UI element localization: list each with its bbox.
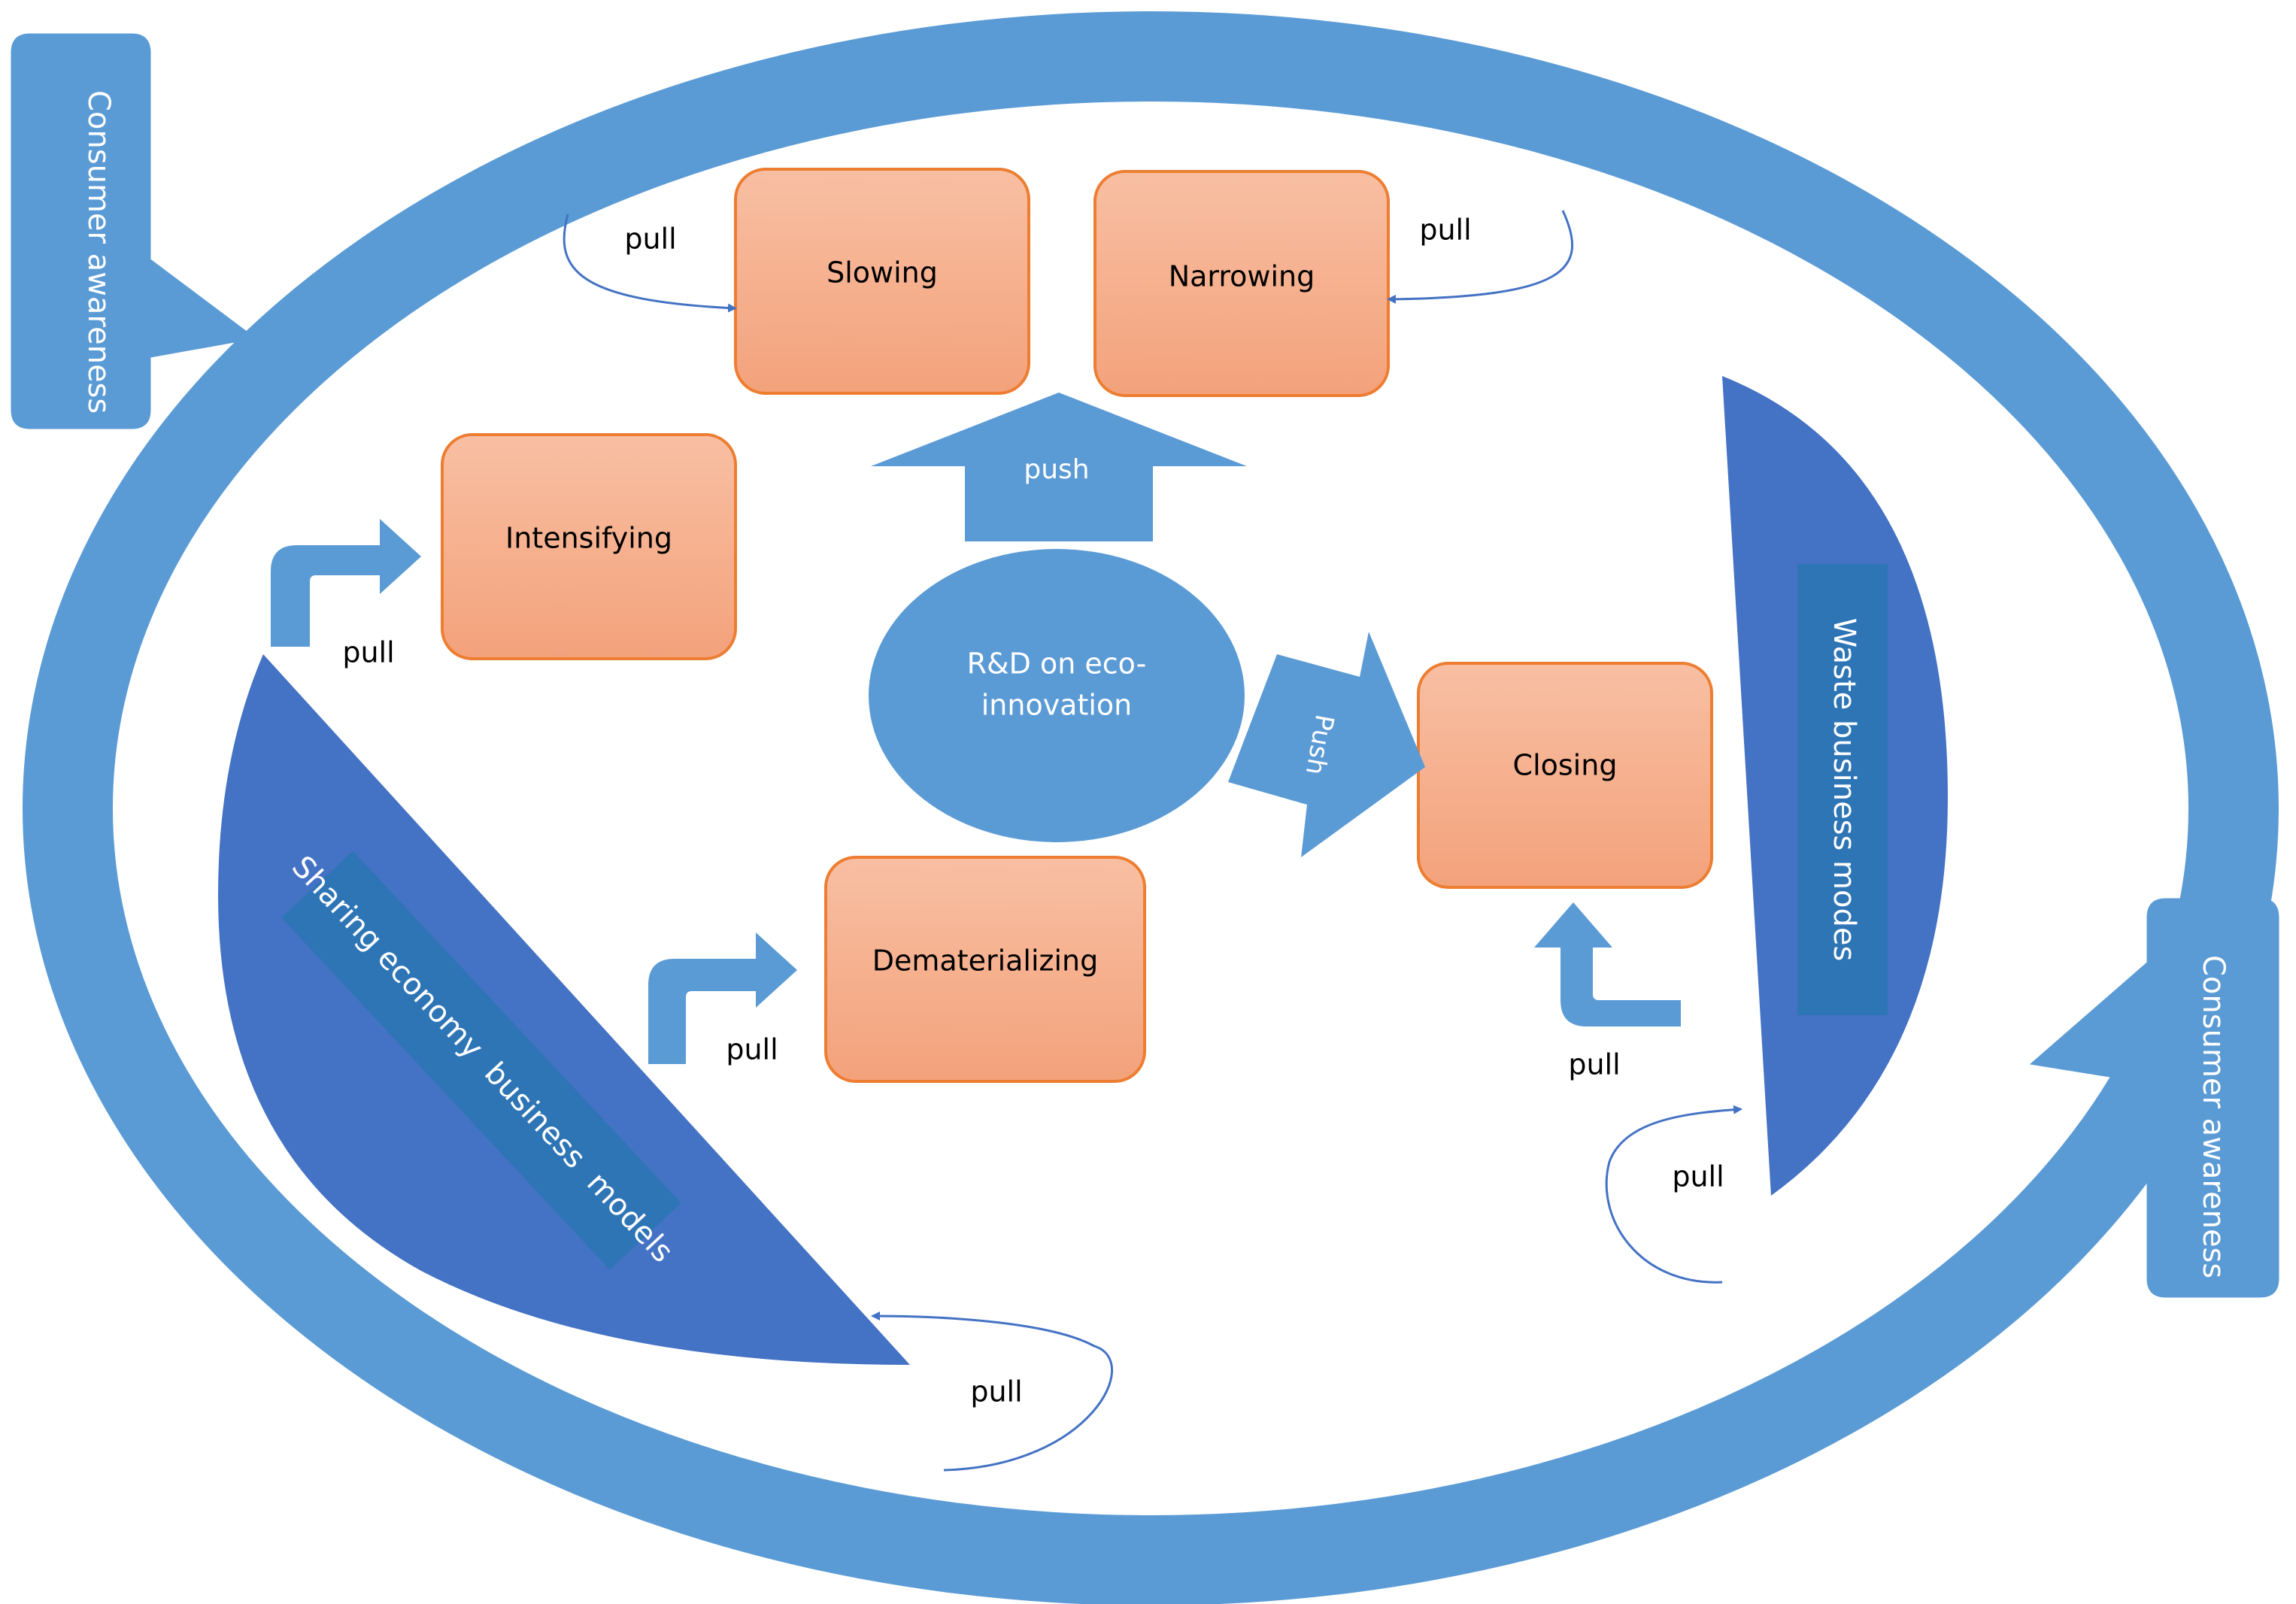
pull-label-dematerializing: pull — [726, 1033, 778, 1066]
callout-right-label: Consumer awareness — [2196, 955, 2231, 1278]
consumer-awareness-ring — [23, 11, 2279, 1604]
box-closing: Closing — [1417, 662, 1713, 889]
pull-label-closing: pull — [1568, 1048, 1620, 1081]
box-narrowing: Narrowing — [1093, 170, 1390, 397]
waste-business-label: Waste business modes — [1827, 618, 1861, 962]
pull-label-slowing: pull — [624, 223, 676, 256]
sharing-economy-label-band — [281, 851, 681, 1270]
box-closing-label: Closing — [1513, 749, 1618, 782]
box-slowing: Slowing — [734, 168, 1030, 395]
box-dematerializing-label: Dematerializing — [872, 945, 1099, 978]
pull-arrow-closing — [1534, 902, 1681, 1026]
push-up-label: push — [1024, 454, 1089, 485]
rd-eco-innovation-label-line1: R&D on eco- — [967, 647, 1147, 681]
pull-arrow-intensifying — [271, 519, 421, 647]
pull-label-narrowing: pull — [1419, 214, 1471, 247]
callout-right — [2029, 898, 2279, 1298]
push-up-arrow — [871, 393, 1247, 541]
push-right-arrow — [1228, 632, 1425, 857]
pull-arrow-dematerializing — [648, 932, 797, 1064]
pull-loop-sharing — [871, 1311, 1114, 1472]
pull-loop-slowing — [563, 214, 737, 313]
pull-label-intensifying: pull — [342, 636, 394, 669]
callout-left — [11, 33, 257, 429]
pull-loop-narrowing — [1387, 210, 1574, 304]
box-slowing-label: Slowing — [826, 256, 938, 290]
rd-eco-innovation-node — [869, 549, 1245, 842]
box-narrowing-label: Narrowing — [1169, 260, 1315, 293]
box-dematerializing: Dematerializing — [824, 856, 1146, 1083]
sharing-economy-shape — [218, 654, 910, 1365]
box-intensifying: Intensifying — [441, 433, 737, 660]
pull-label-sharing-loop: pull — [970, 1375, 1022, 1408]
callout-left-label: Consumer awareness — [81, 90, 116, 414]
pull-loop-waste — [1605, 1105, 1742, 1284]
box-intensifying-label: Intensifying — [505, 522, 672, 555]
pull-label-waste-loop: pull — [1672, 1160, 1724, 1193]
waste-business-label-band — [1797, 564, 1888, 1015]
rd-eco-innovation-label-line2: innovation — [981, 689, 1133, 722]
